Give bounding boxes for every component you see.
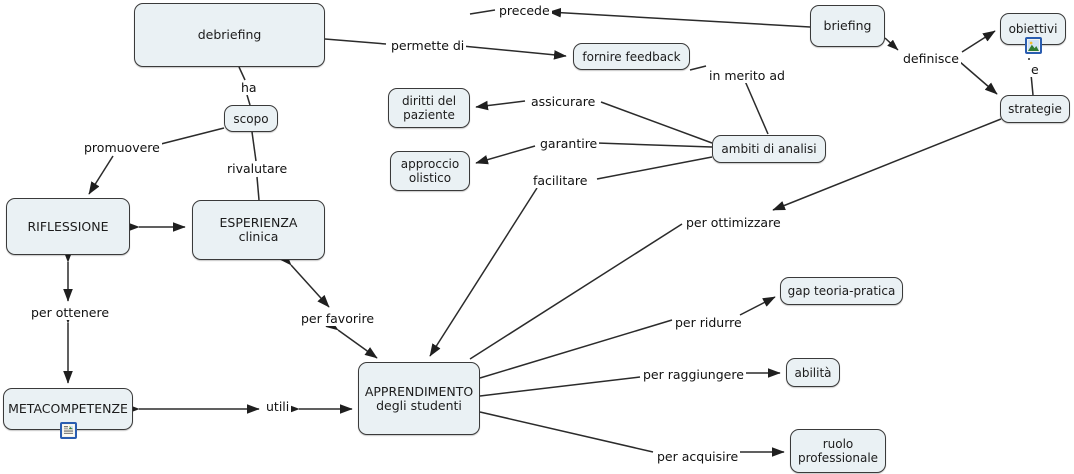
node-label: APPRENDIMENTO degli studenti	[364, 383, 474, 413]
edge-per-favorire-apprendimento	[325, 319, 378, 359]
edge-label-utili: utili	[264, 399, 292, 414]
node-label: METACOMPETENZE	[8, 401, 128, 416]
node-label: gap teoria-pratica	[787, 284, 896, 298]
edge-facilitare-apprendimento	[429, 187, 538, 357]
node-esperienza-clinica[interactable]: ESPERIENZA clinica	[192, 200, 325, 260]
edge-scopo-promuovere	[156, 127, 225, 146]
node-strategie[interactable]: strategie	[1000, 95, 1070, 123]
edge-label-ha: ha	[239, 80, 259, 95]
node-label: ESPERIENZA clinica	[219, 215, 298, 244]
node-diritti-del-paziente[interactable]: diritti del paziente	[388, 88, 470, 128]
edge-label-per-ridurre: per ridurre	[673, 315, 744, 330]
node-riflessione[interactable]: RIFLESSIONE	[6, 198, 130, 255]
edge-briefing-precede-debriefing	[548, 7, 811, 28]
edge-label-permette-di: permette di	[389, 38, 467, 53]
edge-debriefing-permette	[324, 38, 387, 45]
edge-debriefing-ha-scopo	[238, 66, 246, 81]
edge-rivalutare-esperienza	[256, 176, 260, 201]
node-label: abilità	[794, 365, 832, 380]
edge-strategie-per-ottimizzare	[772, 118, 1002, 211]
node-briefing[interactable]: briefing	[810, 5, 885, 47]
node-apprendimento-degli-studenti[interactable]: APPRENDIMENTO degli studenti	[358, 362, 480, 435]
edge-feedback-in-merito	[689, 65, 707, 71]
edge-label-per-ottimizzare: per ottimizzare	[684, 215, 783, 230]
node-label: ambiti di analisi	[721, 142, 817, 156]
edge-per-ridurre-gap	[739, 296, 776, 316]
node-label: debriefing	[197, 27, 262, 42]
picture-icon[interactable]	[1025, 37, 1042, 54]
edge-label-assicurare: assicurare	[529, 94, 598, 109]
edge-label-e: e	[1029, 62, 1041, 77]
edge-scopo-rivalutare	[251, 131, 257, 162]
edge-apprendimento-per-acquisire	[479, 411, 654, 453]
edge-label-facilitare: facilitare	[531, 173, 590, 188]
edge-label-definisce: definisce	[901, 51, 961, 66]
edge-precede-tail	[469, 9, 496, 15]
node-label: fornire feedback	[582, 49, 681, 64]
edge-ambiti-assicurare	[600, 101, 713, 144]
edge-label-per-ottenere: per ottenere	[29, 305, 112, 320]
edge-briefing-definisce	[884, 37, 899, 51]
edge-ambiti-garantire	[596, 142, 713, 148]
edge-apprendimento-per-raggiungere	[479, 376, 641, 397]
node-label: approccio olistico	[400, 157, 460, 185]
edge-ambiti-facilitare	[596, 156, 713, 180]
node-fornire-feedback[interactable]: fornire feedback	[573, 43, 690, 70]
node-label: briefing	[823, 18, 872, 33]
node-label: strategie	[1008, 102, 1062, 116]
edge-assicurare-diritti	[475, 100, 526, 111]
edge-per-ottimizzare-apprendimento	[469, 223, 683, 360]
edge-label-per-favorire: per favorire	[299, 311, 377, 326]
node-label: obiettivi	[1008, 22, 1058, 36]
edge-label-precede: precede	[497, 3, 552, 18]
edge-definisce-strategie	[959, 61, 998, 95]
edge-ha-scopo	[246, 94, 251, 106]
document-icon[interactable]	[60, 422, 77, 439]
node-scopo[interactable]: scopo	[224, 105, 278, 132]
edge-label-in-merito-ad: in merito ad	[707, 68, 787, 83]
edge-label-promuovere: promuovere	[82, 140, 162, 155]
edge-label-rivalutare: rivalutare	[225, 161, 290, 176]
edge-label-per-raggiungere: per raggiungere	[641, 367, 746, 382]
edge-in-merito-ambiti	[744, 80, 769, 135]
node-ruolo-professionale[interactable]: ruolo professionale	[790, 429, 886, 473]
edge-definisce-obiettivi	[961, 30, 996, 53]
node-label: ruolo professionale	[797, 437, 879, 465]
node-ambiti-di-analisi[interactable]: ambiti di analisi	[712, 135, 826, 163]
edge-garantire-approccio	[475, 145, 536, 165]
node-abilita[interactable]: abilità	[786, 358, 840, 387]
node-approccio-olistico[interactable]: approccio olistico	[390, 151, 470, 191]
edge-permette-feedback	[461, 45, 567, 60]
edge-e-strategie	[1030, 73, 1034, 96]
edge-promuovere-riflessione	[88, 155, 114, 195]
node-label: scopo	[233, 111, 269, 126]
node-label: RIFLESSIONE	[27, 218, 109, 234]
edge-label-garantire: garantire	[538, 136, 600, 151]
edge-label-per-acquisire: per acquisire	[655, 449, 741, 464]
node-label: diritti del paziente	[401, 94, 457, 122]
node-debriefing[interactable]: debriefing	[134, 3, 325, 67]
node-gap-teoria-pratica[interactable]: gap teoria-pratica	[780, 277, 903, 305]
edge-esperienza-per-favorire	[279, 252, 330, 308]
